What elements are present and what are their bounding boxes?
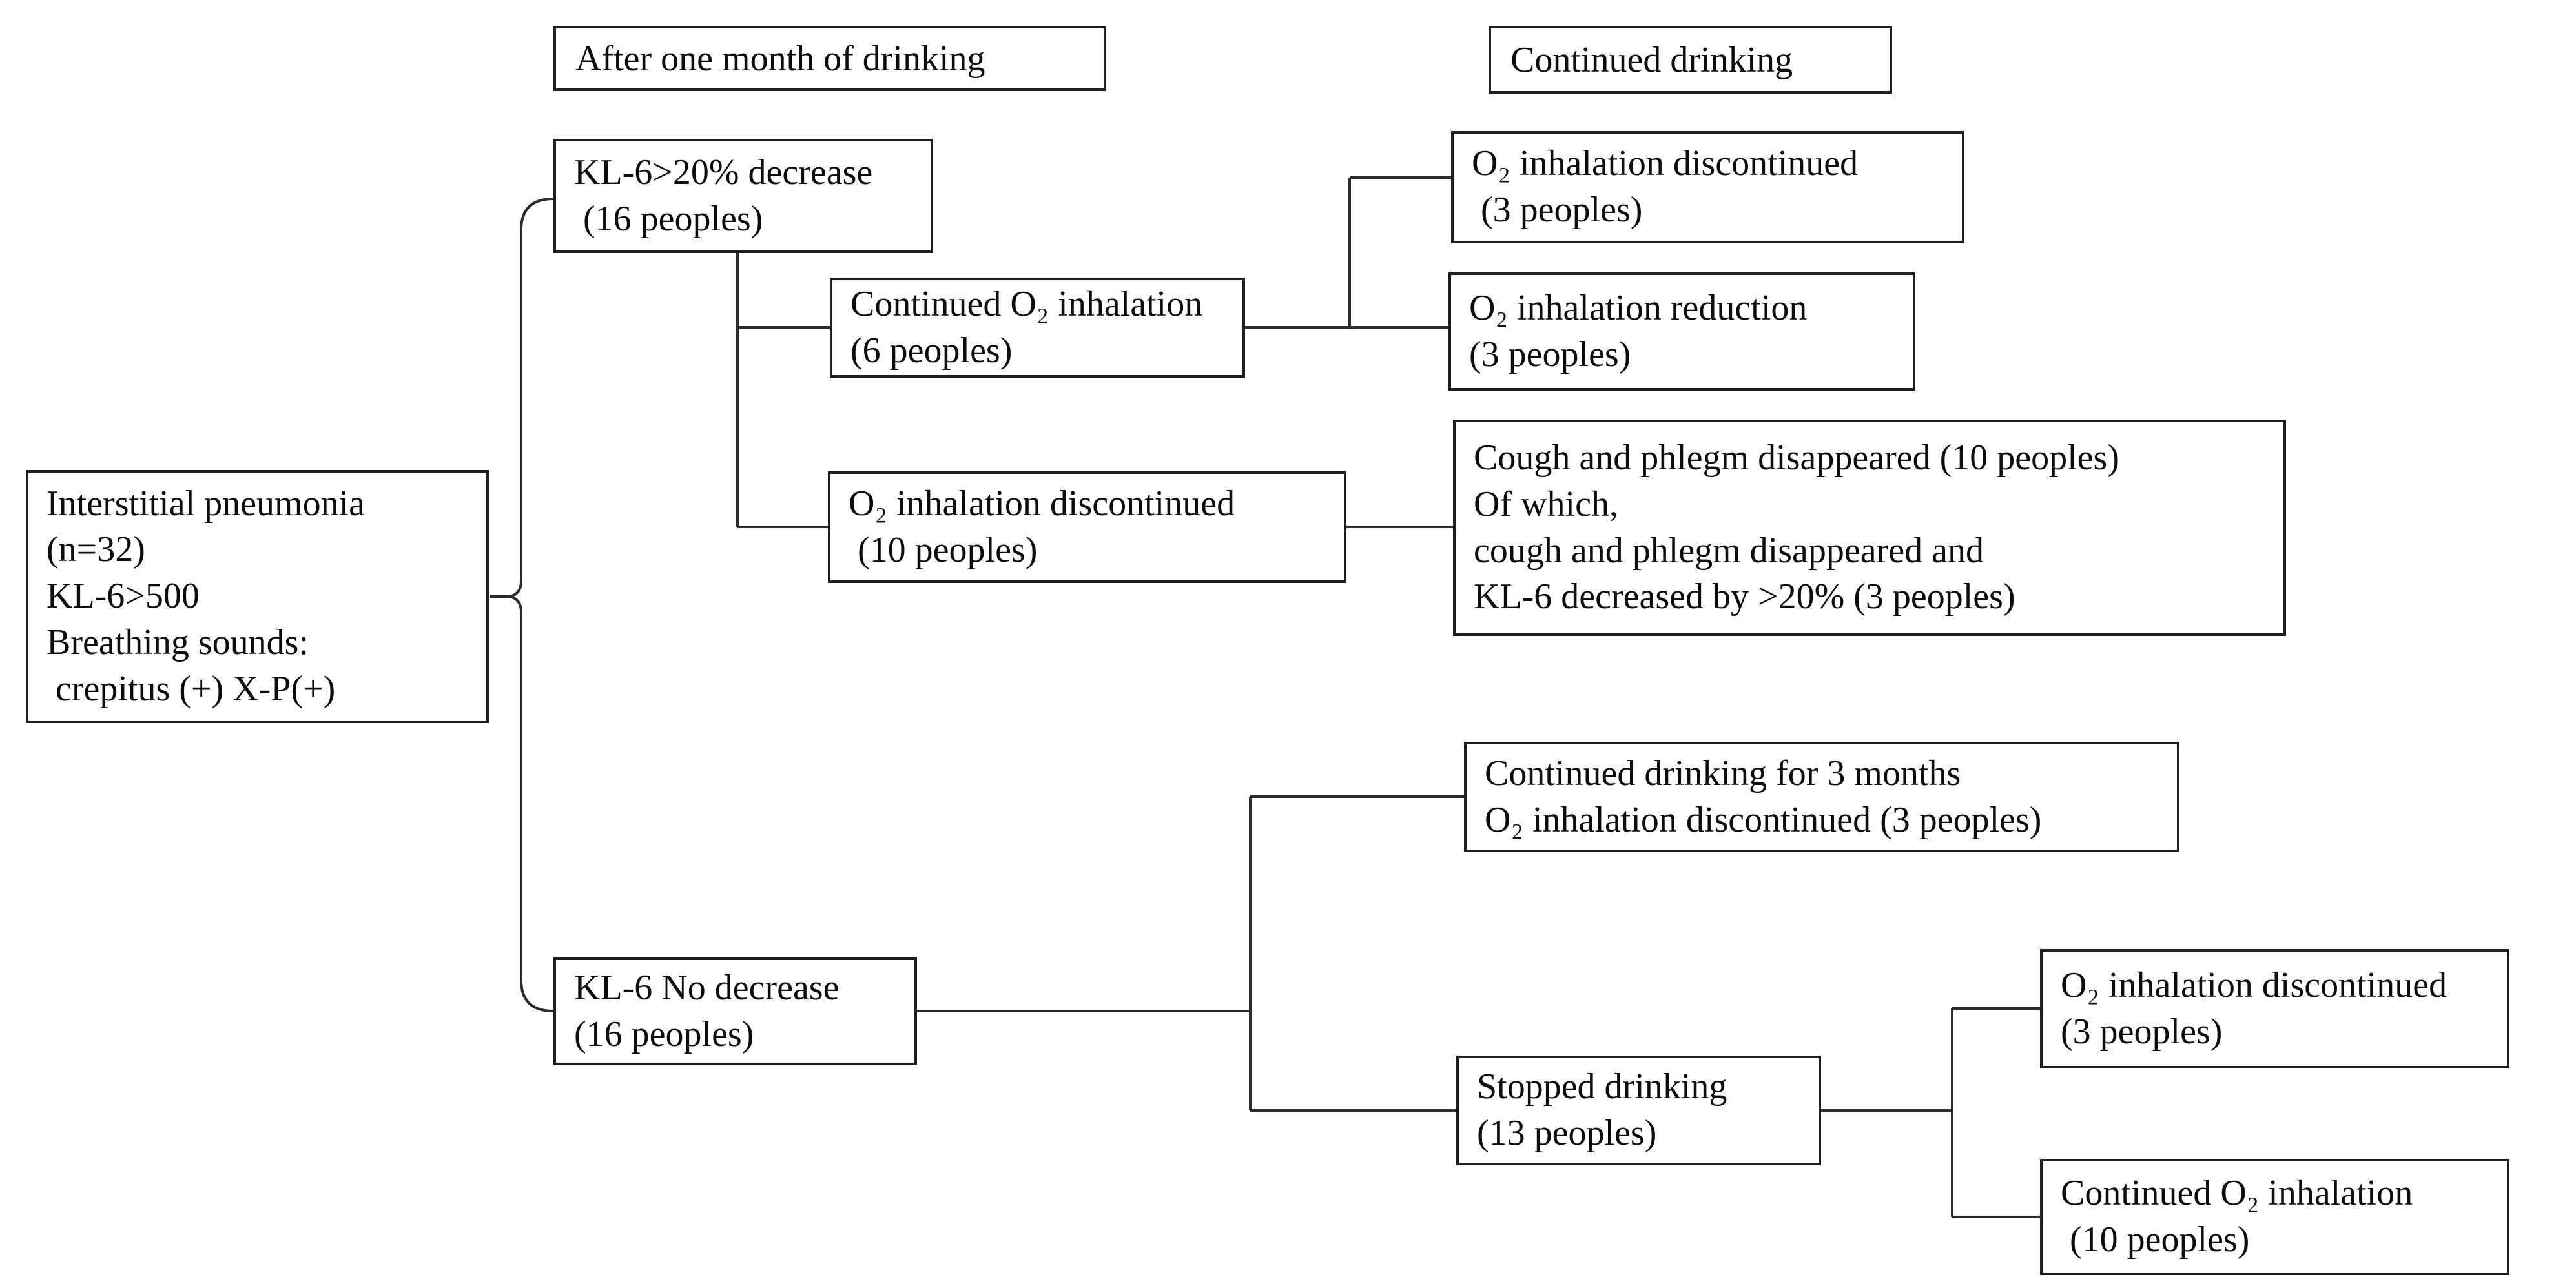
header-after-one-month: After one month of drinking [553,26,1106,91]
node-continued-o2-10: Continued O₂ inhalation (10 peoples) [2040,1159,2509,1275]
node-text-line: Of which, [1474,484,1618,524]
node-text-line: Continued O₂ inhalation [850,283,1203,324]
node-text-line: Breathing sounds: [46,622,309,662]
node-text-line: KL-6 decreased by >20% (3 peoples) [1474,577,2015,617]
node-o2-discontinued-10: O₂ inhalation discontinued (10 peoples) [828,471,1346,583]
node-o2-discontinued-3-bottom: O₂ inhalation discontinued (3 peoples) [2040,949,2509,1068]
node-text-line: (16 peoples) [574,198,763,239]
node-cough-outcome: Cough and phlegm disappeared (10 peoples… [1453,420,2286,636]
header-continued-drinking-label: Continued drinking [1510,39,1793,80]
header-after-one-month-label: After one month of drinking [575,38,985,79]
node-text-line: cough and phlegm disappeared and [1474,530,1984,571]
node-text-line: KL-6>20% decrease [574,152,873,192]
header-continued-drinking: Continued drinking [1489,26,1892,94]
node-text-line: KL-6>500 [46,576,200,617]
node-text-line: (3 peoples) [1469,334,1631,374]
node-interstitial-pneumonia: Interstitial pneumonia (n=32) KL-6>500 B… [26,470,489,723]
node-text-line: Stopped drinking [1477,1067,1727,1107]
node-text-line: Continued O₂ inhalation [2061,1173,2413,1214]
node-kl6-no-decrease: KL-6 No decrease (16 peoples) [553,957,917,1065]
node-continued-drinking-3-months: Continued drinking for 3 months O₂ inhal… [1464,742,2179,852]
node-stopped-drinking: Stopped drinking (13 peoples) [1456,1056,1821,1165]
node-text-line: Interstitial pneumonia [46,483,365,524]
node-text-line: (3 peoples) [1472,190,1643,230]
node-text-line: (13 peoples) [1477,1113,1657,1153]
node-text-line: O₂ inhalation discontinued (3 peoples) [1485,799,2042,840]
node-text-line: O₂ inhalation discontinued [2061,965,2447,1005]
node-kl6-decrease: KL-6>20% decrease (16 peoples) [553,139,933,253]
node-text-line: (6 peoples) [850,330,1013,371]
node-text-line: (16 peoples) [574,1014,754,1054]
node-continued-o2-6: Continued O₂ inhalation (6 peoples) [830,278,1245,378]
node-text-line: KL-6 No decrease [574,967,840,1008]
node-o2-reduction-3: O₂ inhalation reduction (3 peoples) [1448,272,1915,391]
node-text-line: O₂ inhalation reduction [1469,287,1808,328]
node-text-line: (10 peoples) [849,529,1038,570]
node-text-line: O₂ inhalation discontinued [849,483,1235,524]
connector-root-brace [490,198,554,1012]
node-text-line: O₂ inhalation discontinued [1472,143,1859,184]
node-text-line: (3 peoples) [2061,1011,2223,1052]
node-text-line: crepitus (+) X-P(+) [46,668,336,709]
node-text-line: (n=32) [46,529,145,570]
node-text-line: Continued drinking for 3 months [1485,753,1961,793]
node-o2-discontinued-3-top: O₂ inhalation discontinued (3 peoples) [1451,131,1964,243]
node-text-line: (10 peoples) [2061,1220,2250,1260]
node-text-line: Cough and phlegm disappeared (10 peoples… [1474,438,2119,478]
